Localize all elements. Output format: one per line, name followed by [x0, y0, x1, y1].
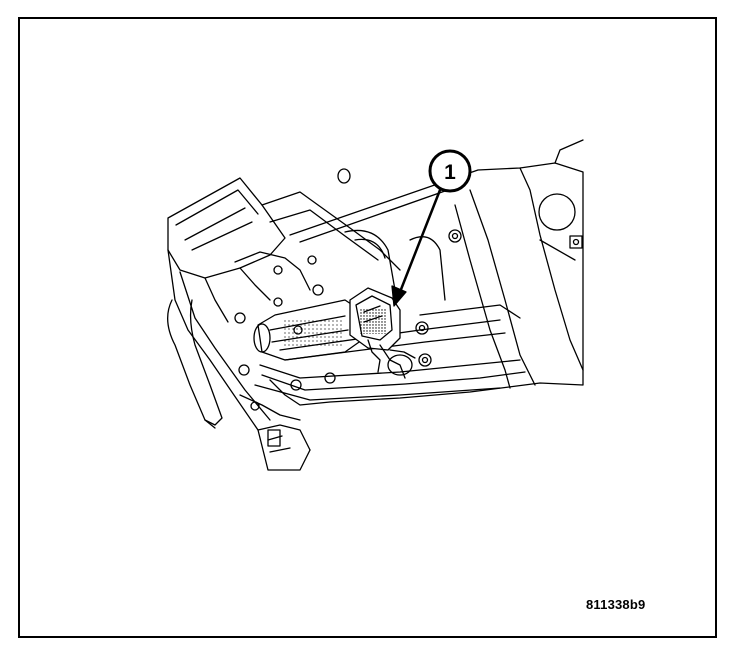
body-panel [269, 139, 584, 406]
electrical-connector [349, 287, 416, 379]
figure-id-label: 811338b9 [586, 597, 646, 612]
linkage-rails [239, 304, 526, 421]
left-frame [167, 177, 311, 471]
callout-1 [391, 149, 472, 307]
